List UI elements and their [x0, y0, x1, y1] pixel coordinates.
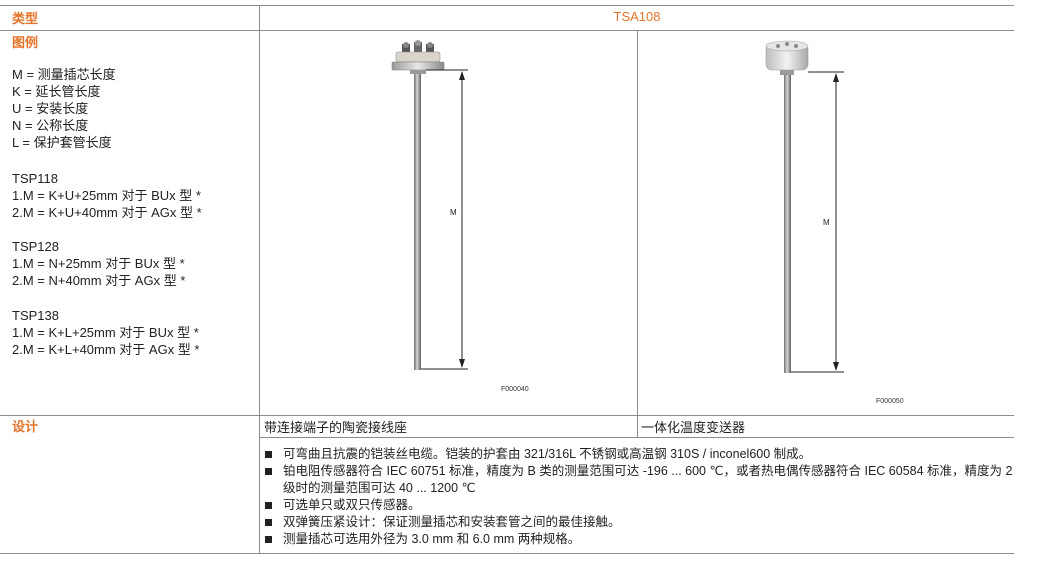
group-line: 2.M = K+L+40mm 对于 AGx 型 *	[12, 342, 200, 357]
legend-def-l: L = 保护套管长度	[12, 135, 112, 150]
feature-text: 铂电阻传感器符合 IEC 60751 标准，精度为 B 类的测量范围可达 -19…	[283, 464, 1013, 495]
rule-legend-bottom	[0, 415, 1014, 416]
legend-definitions: M = 测量插芯长度 K = 延长管长度 U = 安装长度 N = 公称长度 L…	[12, 66, 116, 151]
dimension-label-m: M	[450, 208, 457, 217]
legend-def-n: N = 公称长度	[12, 118, 89, 133]
feature-text: 测量插芯可选用外径为 3.0 mm 和 6.0 mm 两种规格。	[283, 532, 581, 546]
design-option-ceramic: 带连接端子的陶瓷接线座	[264, 420, 408, 435]
rule-col-figures	[637, 30, 638, 438]
group-line: 2.M = N+40mm 对于 AGx 型 *	[12, 273, 186, 288]
type-value: TSA108	[613, 9, 661, 24]
bullet-square-icon	[265, 502, 272, 509]
group-name: TSP128	[12, 239, 59, 254]
group-line: 1.M = K+L+25mm 对于 BUx 型 *	[12, 325, 199, 340]
legend-group-tsp128: TSP128 1.M = N+25mm 对于 BUx 型 * 2.M = N+4…	[12, 238, 185, 289]
group-line: 1.M = K+U+25mm 对于 BUx 型 *	[12, 188, 201, 203]
insert-ceramic-terminal-figure	[391, 40, 468, 370]
list-item: 测量插芯可选用外径为 3.0 mm 和 6.0 mm 两种规格。	[263, 531, 1013, 548]
rule-col-label	[259, 5, 260, 554]
legend-group-tsp138: TSP138 1.M = K+L+25mm 对于 BUx 型 * 2.M = K…	[12, 307, 199, 358]
list-item: 可弯曲且抗震的铠装丝电缆。铠装的护套由 321/316L 不锈钢或高温钢 310…	[263, 446, 1013, 463]
type-label: 类型	[12, 11, 39, 26]
feature-text: 可选单只或双只传感器。	[283, 498, 421, 512]
design-option-transmitter: 一体化温度变送器	[641, 420, 746, 435]
list-item: 铂电阻传感器符合 IEC 60751 标准，精度为 B 类的测量范围可达 -19…	[263, 463, 1013, 497]
group-line: 1.M = N+25mm 对于 BUx 型 *	[12, 256, 185, 271]
legend-def-u: U = 安装长度	[12, 101, 89, 116]
group-line: 2.M = K+U+40mm 对于 AGx 型 *	[12, 205, 202, 220]
bullet-square-icon	[265, 468, 272, 475]
design-label: 设计	[12, 419, 39, 434]
feature-text: 可弯曲且抗震的铠装丝电缆。铠装的护套由 321/316L 不锈钢或高温钢 310…	[283, 447, 812, 461]
legend-label: 图例	[12, 35, 39, 50]
rule-top	[0, 5, 1014, 6]
bullet-square-icon	[265, 536, 272, 543]
figure-code: F000050	[876, 398, 904, 405]
dimension-label-m: M	[823, 218, 830, 227]
rule-design-options	[259, 437, 1014, 438]
bullet-square-icon	[265, 451, 272, 458]
legend-def-m: M = 测量插芯长度	[12, 67, 116, 82]
insert-integrated-transmitter-figure	[765, 40, 844, 373]
bullet-square-icon	[265, 519, 272, 526]
legend-group-tsp118: TSP118 1.M = K+U+25mm 对于 BUx 型 * 2.M = K…	[12, 170, 202, 221]
feature-text: 双弹簧压紧设计：保证测量插芯和安装套管之间的最佳接触。	[283, 515, 621, 529]
legend-def-k: K = 延长管长度	[12, 84, 101, 99]
figure-code: F000040	[501, 386, 529, 393]
group-name: TSP138	[12, 308, 59, 323]
group-name: TSP118	[12, 171, 59, 186]
design-feature-list: 可弯曲且抗震的铠装丝电缆。铠装的护套由 321/316L 不锈钢或高温钢 310…	[263, 446, 1013, 548]
list-item: 双弹簧压紧设计：保证测量插芯和安装套管之间的最佳接触。	[263, 514, 1013, 531]
list-item: 可选单只或双只传感器。	[263, 497, 1013, 514]
rule-bottom	[0, 553, 1014, 554]
rule-header-bottom	[0, 30, 1014, 31]
